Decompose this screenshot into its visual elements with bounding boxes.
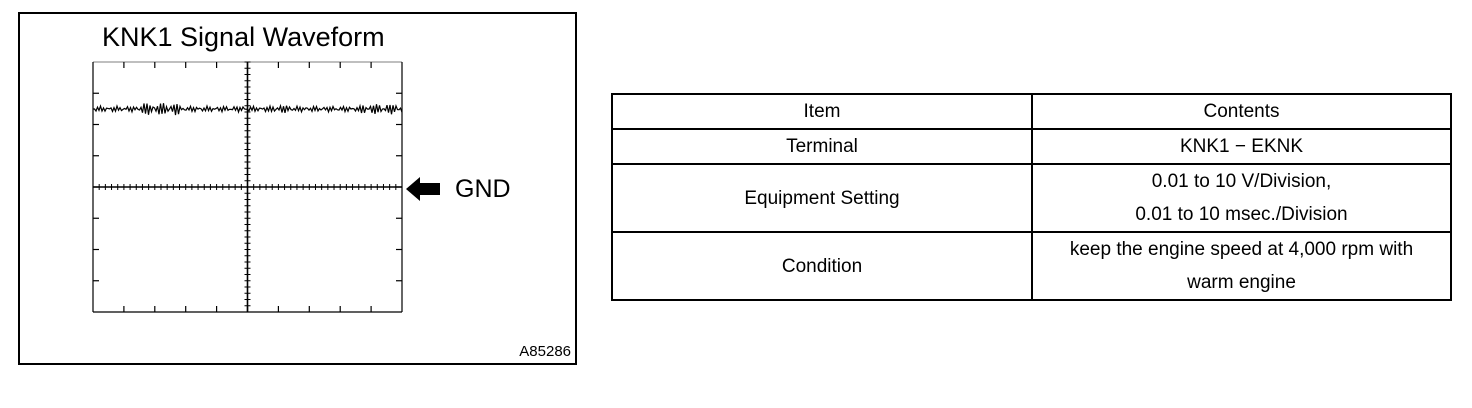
specification-table: Item Contents Terminal KNK1 − EKNK Equip… <box>611 93 1452 301</box>
knock-signal-waveform <box>93 103 403 116</box>
table-row: Equipment Setting 0.01 to 10 V/Division,… <box>611 163 1452 233</box>
row-contents: 0.01 to 10 V/Division, 0.01 to 10 msec./… <box>1031 163 1452 233</box>
row-contents: keep the engine speed at 4,000 rpm with … <box>1031 231 1452 301</box>
contents-line: 0.01 to 10 V/Division, <box>1151 171 1332 192</box>
table-header-row: Item Contents <box>611 93 1452 130</box>
row-item: Condition <box>611 231 1033 301</box>
gnd-label: GND <box>455 175 511 203</box>
contents-line: warm engine <box>1187 272 1296 293</box>
row-item: Terminal <box>611 128 1033 165</box>
row-contents: KNK1 − EKNK <box>1031 128 1452 165</box>
figure-id: A85286 <box>519 343 571 360</box>
table-row: Condition keep the engine speed at 4,000… <box>611 231 1452 301</box>
header-item: Item <box>611 93 1033 130</box>
contents-line: 0.01 to 10 msec./Division <box>1135 204 1348 225</box>
gnd-arrow-icon <box>406 177 440 201</box>
row-item: Equipment Setting <box>611 163 1033 233</box>
contents-line: keep the engine speed at 4,000 rpm with <box>1069 239 1414 260</box>
header-contents: Contents <box>1031 93 1452 130</box>
table-row: Terminal KNK1 − EKNK <box>611 128 1452 165</box>
figure-title: KNK1 Signal Waveform <box>102 22 385 52</box>
waveform-figure: KNK1 Signal Waveform GND A85286 <box>18 12 577 365</box>
oscilloscope-grid <box>92 61 403 313</box>
